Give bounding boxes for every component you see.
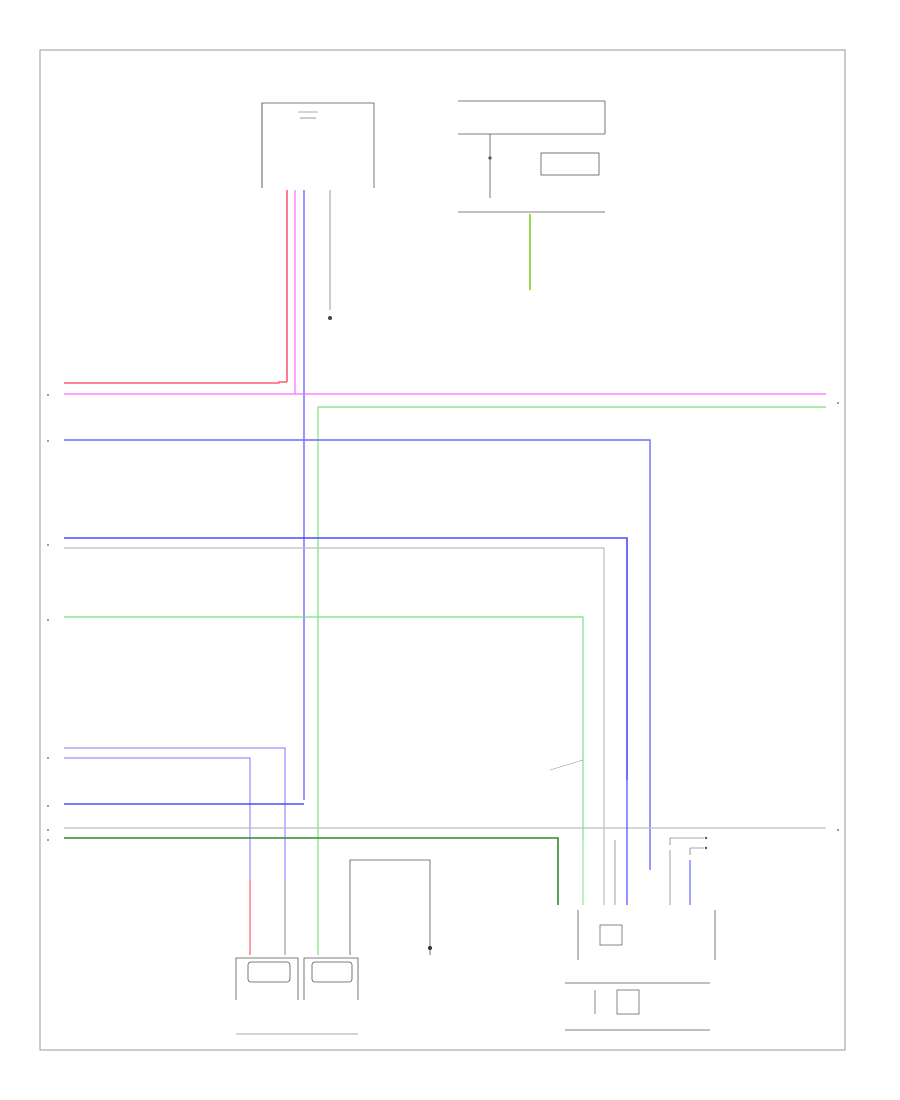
top-center-wires xyxy=(64,190,332,800)
ac-compressor-right-box xyxy=(303,957,359,1000)
module-top-right-component xyxy=(540,152,600,176)
wire-blue-1 xyxy=(64,439,651,870)
wire-green-mid xyxy=(64,616,584,840)
wire-blue-4 xyxy=(64,757,251,880)
wire-green-top xyxy=(317,406,826,880)
wire-blue-3 xyxy=(64,747,286,880)
ground-symbol xyxy=(328,316,332,320)
module-top-center xyxy=(261,102,375,188)
module-bottom-right xyxy=(549,759,716,1031)
wire-gray-1 xyxy=(64,547,605,780)
ac-compressor-left-box xyxy=(235,957,299,1000)
horizontal-wires xyxy=(64,393,826,905)
ac-compressor xyxy=(235,859,432,1035)
ac-loop xyxy=(349,859,431,955)
diagram-frame xyxy=(39,49,846,1051)
wire-blue-2 xyxy=(64,537,628,780)
wire-red xyxy=(64,381,287,384)
left-connector-ticks xyxy=(47,394,839,841)
module-top-right xyxy=(458,100,606,290)
wire-green-bottom xyxy=(64,837,559,905)
